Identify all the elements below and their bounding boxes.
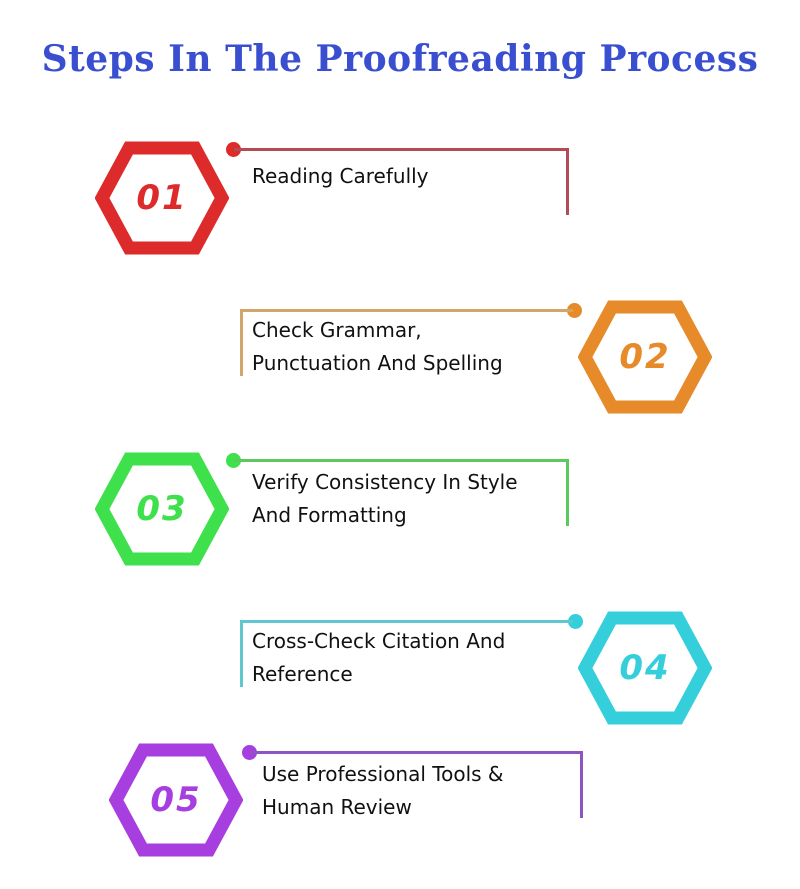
- connector-line: [234, 148, 569, 215]
- connector-line: [250, 751, 583, 818]
- connector-line: [240, 620, 573, 687]
- hexagon-04-icon: 04: [578, 611, 712, 725]
- hexagon-03-icon: 03: [95, 452, 229, 566]
- page-title: Steps In The Proofreading Process: [41, 38, 759, 80]
- step-label: Cross-Check Citation And Reference: [252, 625, 505, 691]
- step-label-line1: Reading Carefully: [252, 164, 429, 188]
- step-label-line1: Check Grammar,: [252, 318, 422, 342]
- hexagon-01-icon: 01: [95, 141, 229, 255]
- step-label-line2: Punctuation And Spelling: [252, 351, 503, 375]
- step-number: 04: [619, 648, 671, 688]
- hexagon-05-icon: 05: [109, 743, 243, 857]
- step-label-line1: Use Professional Tools &: [262, 762, 504, 786]
- step-label-line2: And Formatting: [252, 503, 407, 527]
- step-label: Check Grammar, Punctuation And Spelling: [252, 314, 503, 380]
- connector-dot: [226, 142, 241, 157]
- step-label-line1: Verify Consistency In Style: [252, 470, 518, 494]
- hexagon-02-icon: 02: [578, 300, 712, 414]
- connector-dot: [567, 303, 582, 318]
- step-label: Use Professional Tools & Human Review: [262, 758, 504, 824]
- step-number: 03: [136, 489, 188, 529]
- step-number: 05: [150, 780, 202, 820]
- connector-dot: [226, 453, 241, 468]
- connector-line: [234, 459, 569, 526]
- step-label-line1: Cross-Check Citation And: [252, 629, 506, 653]
- connector-dot: [568, 614, 583, 629]
- step-label-line2: Reference: [252, 662, 353, 686]
- step-label: Verify Consistency In Style And Formatti…: [252, 466, 518, 532]
- step-label-line2: Human Review: [262, 795, 412, 819]
- step-number: 01: [136, 178, 188, 218]
- step-number: 02: [619, 337, 671, 377]
- connector-dot: [242, 745, 257, 760]
- connector-line: [240, 309, 573, 376]
- step-label: Reading Carefully: [252, 160, 429, 193]
